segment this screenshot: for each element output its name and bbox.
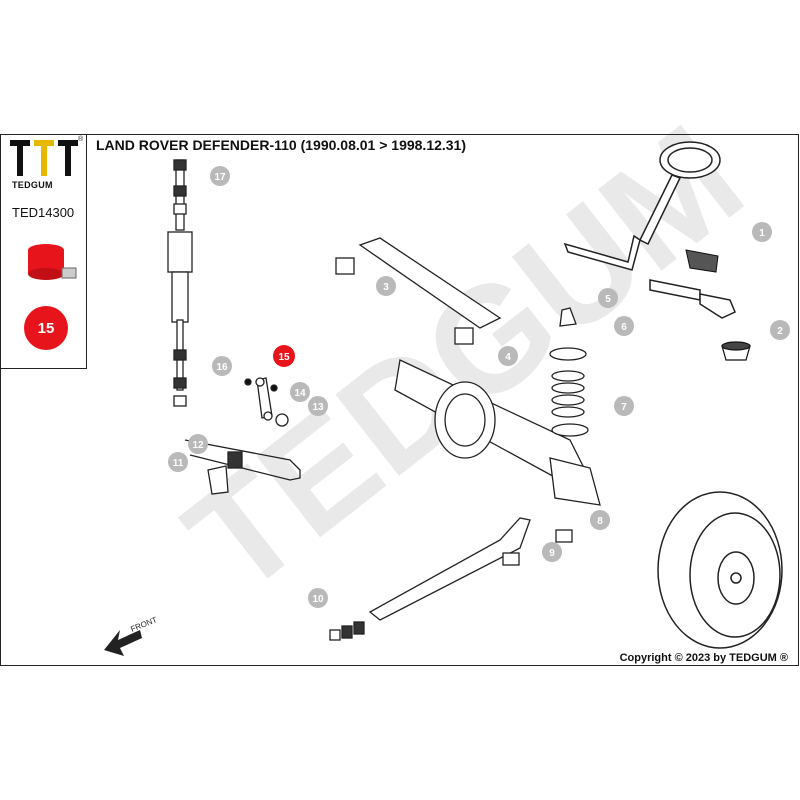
brand-name: TEDGUM bbox=[12, 180, 53, 190]
registered-mark: ® bbox=[78, 136, 84, 143]
highlight-badge: 15 bbox=[24, 306, 68, 350]
sidebar-panel bbox=[0, 134, 87, 369]
ball-joint-boot-part bbox=[721, 341, 751, 361]
callout-9: 9 bbox=[542, 542, 562, 562]
anti-roll-bar bbox=[184, 439, 301, 495]
callout-label: 2 bbox=[777, 326, 783, 337]
wheel bbox=[657, 491, 783, 649]
diagram-frame bbox=[0, 134, 799, 666]
callout-7: 7 bbox=[614, 396, 634, 416]
callout-label: 10 bbox=[312, 594, 324, 605]
callout-16: 16 bbox=[212, 356, 232, 376]
callout-1: 1 bbox=[752, 222, 772, 242]
callout-label: 4 bbox=[505, 352, 511, 363]
callout-17: 17 bbox=[210, 166, 230, 186]
callout-13: 13 bbox=[308, 396, 328, 416]
callout-label: 16 bbox=[216, 362, 228, 373]
callout-label: 11 bbox=[173, 458, 184, 469]
callout-14: 14 bbox=[290, 382, 310, 402]
axle-housing bbox=[394, 359, 601, 506]
callout-label: 12 bbox=[192, 440, 204, 451]
shock-absorber bbox=[167, 159, 193, 407]
callout-12: 12 bbox=[188, 434, 208, 454]
callout-8: 8 bbox=[590, 510, 610, 530]
coil-spring bbox=[549, 307, 589, 437]
callout-6: 6 bbox=[614, 316, 634, 336]
upper-link bbox=[335, 237, 502, 345]
callout-label: 6 bbox=[621, 322, 627, 333]
callout-label: 9 bbox=[549, 548, 555, 559]
callout-label: 5 bbox=[605, 294, 611, 305]
steering-boot-part bbox=[685, 249, 719, 273]
callout-label: 3 bbox=[383, 282, 389, 293]
callout-label: 13 bbox=[312, 402, 324, 413]
callout-label: 1 bbox=[759, 228, 765, 239]
callout-11: 11 bbox=[168, 452, 188, 472]
callout-label: 17 bbox=[214, 172, 226, 183]
tedgum-logo bbox=[10, 140, 78, 176]
trailing-arm bbox=[329, 517, 573, 641]
callout-5: 5 bbox=[598, 288, 618, 308]
part-code: TED14300 bbox=[12, 205, 75, 220]
page-title: LAND ROVER DEFENDER-110 (1990.08.01 > 19… bbox=[96, 137, 467, 153]
callout-15: 15 bbox=[273, 345, 295, 367]
drop-link-part bbox=[244, 377, 289, 427]
callout-3: 3 bbox=[376, 276, 396, 296]
copyright-text: Copyright © 2023 by TEDGUM ® bbox=[619, 652, 788, 664]
callout-4: 4 bbox=[498, 346, 518, 366]
callout-label: 7 bbox=[621, 402, 627, 413]
callout-10: 10 bbox=[308, 588, 328, 608]
callout-label: 15 bbox=[278, 352, 290, 363]
callout-2: 2 bbox=[770, 320, 790, 340]
steering-assembly bbox=[563, 141, 736, 319]
product-image bbox=[28, 244, 77, 280]
callout-label: 14 bbox=[294, 388, 306, 399]
callout-label: 8 bbox=[597, 516, 603, 527]
